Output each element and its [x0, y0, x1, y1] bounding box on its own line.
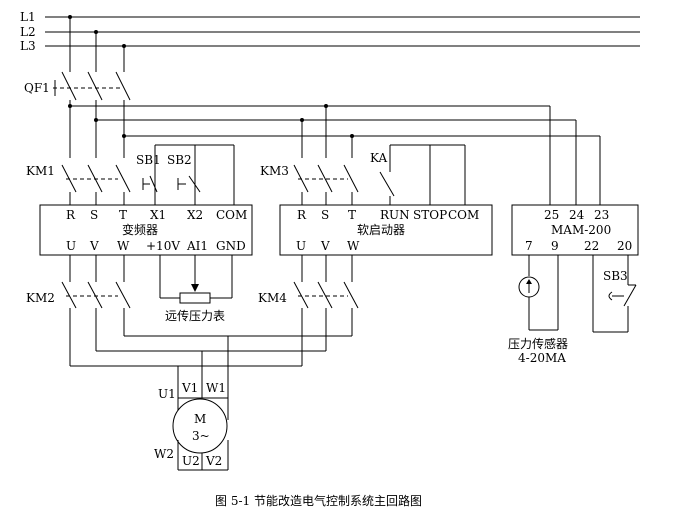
vfd-term-t: T — [119, 208, 127, 222]
contactor-km1: KM1 — [26, 164, 131, 205]
sensor-name: 压力传感器 — [508, 336, 568, 351]
mam-term-24: 24 — [569, 208, 585, 222]
ss-term-u: U — [296, 239, 306, 253]
mam-term-20: 20 — [617, 239, 632, 253]
line-label-l3: L3 — [20, 39, 36, 53]
ss-name: 软启动器 — [357, 223, 405, 237]
ss-term-w: W — [347, 239, 360, 253]
button-sb3: SB3 — [592, 255, 637, 333]
km2-label: KM2 — [26, 291, 55, 305]
mam-term-25: 25 — [544, 208, 559, 222]
motor-term-u2: U2 — [182, 454, 200, 468]
mam-term-23: 23 — [594, 208, 609, 222]
mam-term-22: 22 — [584, 239, 599, 253]
figure-caption: 图 5-1 节能改造电气控制系统主回路图 — [215, 493, 422, 508]
vfd-term-r: R — [66, 208, 76, 222]
motor-feed — [70, 335, 352, 420]
ss-term-t: T — [348, 208, 356, 222]
mam-term-7: 7 — [525, 239, 533, 253]
vfd-term-v: V — [89, 239, 99, 253]
sb3-label: SB3 — [603, 269, 628, 283]
supply-lines: L1 L2 L3 — [20, 10, 640, 53]
sb2-label: SB2 — [167, 153, 192, 167]
motor-term-w1: W1 — [206, 381, 226, 395]
vfd-term-ai1: AI1 — [186, 239, 208, 253]
remote-pressure-gauge: 远传压力表 — [159, 255, 233, 323]
ss-term-r: R — [297, 208, 307, 222]
line-label-l1: L1 — [20, 10, 36, 24]
mam-name: MAM-200 — [551, 223, 611, 237]
vfd-term-x2: X2 — [187, 208, 203, 222]
km1-label: KM1 — [26, 164, 55, 178]
mam-controller-box: 25 24 23 MAM-200 7 9 22 20 — [511, 204, 639, 256]
motor-name: M — [194, 412, 206, 426]
motor-term-v1: V1 — [181, 381, 198, 395]
breaker-qf1: QF1 — [24, 17, 131, 158]
pressure-sensor: 压力传感器 4-20MA — [508, 255, 568, 365]
ss-term-v: V — [320, 239, 330, 253]
soft-starter-box: R S T RUN STOP COM 软启动器 U V W — [279, 204, 493, 256]
vfd-term-s: S — [90, 208, 98, 222]
ss-term-com: COM — [448, 208, 479, 222]
sensor-range: 4-20MA — [518, 351, 566, 365]
ss-term-stop: STOP — [413, 208, 447, 222]
vfd-term-gnd: GND — [216, 239, 246, 253]
vfd-box: R S T X1 X2 COM 变频器 U V W +10V AI1 GND — [39, 204, 253, 256]
ss-term-s: S — [321, 208, 329, 222]
breaker-label: QF1 — [24, 81, 50, 95]
motor-term-w2: W2 — [154, 447, 174, 461]
sb1-label: SB1 — [136, 153, 161, 167]
vfd-term-w: W — [117, 239, 130, 253]
contactor-km3: KM3 — [260, 164, 359, 205]
km4-label: KM4 — [258, 291, 287, 305]
contactor-km4: KM4 — [258, 255, 359, 366]
motor-term-u1: U1 — [158, 387, 176, 401]
ka-label: KA — [370, 151, 387, 165]
ss-term-run: RUN — [380, 208, 410, 222]
motor: M 3~ U1 V1 W1 W2 U2 V2 — [154, 381, 229, 471]
km3-label: KM3 — [260, 164, 289, 178]
vfd-control-buttons: SB1 SB2 — [136, 144, 235, 205]
vfd-term-x1: X1 — [150, 208, 166, 222]
contactor-km2: KM2 — [26, 255, 131, 366]
vfd-term-u: U — [66, 239, 76, 253]
line-label-l2: L2 — [20, 25, 36, 39]
relay-ka: KA — [370, 144, 466, 205]
motor-term-v2: V2 — [205, 454, 222, 468]
mam-term-9: 9 — [551, 239, 559, 253]
remote-gauge-label: 远传压力表 — [165, 308, 225, 323]
distribution-bus — [70, 104, 601, 205]
vfd-term-com: COM — [216, 208, 247, 222]
vfd-term-10v: +10V — [146, 239, 180, 253]
vfd-name: 变频器 — [122, 222, 158, 237]
motor-phase: 3~ — [192, 429, 210, 443]
